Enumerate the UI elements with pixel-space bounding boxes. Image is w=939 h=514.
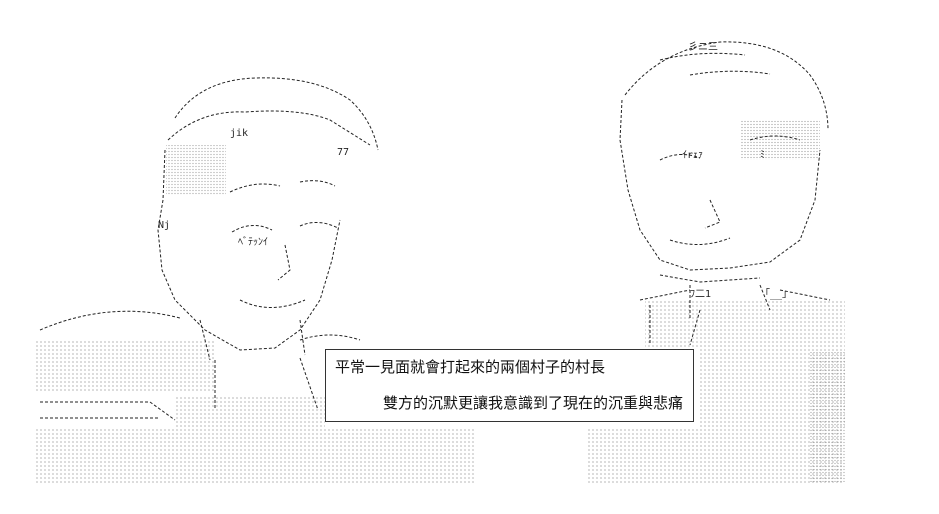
left-neck	[199, 319, 306, 361]
right-forehead	[659, 52, 771, 76]
caption-line-1: 平常一見面就會打起來的兩個村子的村長	[335, 358, 606, 376]
right-shoulder	[639, 289, 831, 301]
caption-line-2: 雙方的沉默更讓我意識到了現在的沉重與悲痛	[382, 394, 683, 412]
right-hair-outline	[624, 41, 829, 131]
left-figure	[39, 77, 379, 421]
right-mouth	[669, 237, 731, 245]
left-body-shading	[35, 340, 215, 392]
art-label-right-mark: ﾐ	[760, 150, 765, 161]
art-label-left-side: Nj	[158, 220, 170, 231]
left-hair	[167, 110, 371, 146]
left-nose	[277, 244, 291, 281]
left-brow	[229, 180, 336, 193]
art-label-right-bracket: 「__」	[760, 288, 792, 300]
right-face-side	[619, 99, 821, 271]
art-label-right-cheek: ｲrｪｧ	[682, 150, 703, 161]
art-label-right-forehead: 彡ニ三	[688, 42, 718, 53]
art-label-left-mark: 77	[337, 147, 349, 158]
right-figure	[619, 41, 831, 346]
right-lower-shading-2	[810, 352, 845, 482]
left-body-shading-2	[175, 395, 325, 427]
right-nose	[704, 199, 721, 229]
right-lower-shading	[588, 428, 843, 483]
right-body-shading	[645, 300, 845, 348]
right-chin	[659, 274, 761, 283]
left-hair-shading	[166, 145, 226, 195]
left-eye	[231, 222, 339, 233]
left-lower-shading	[35, 428, 475, 483]
left-face-side	[157, 149, 341, 351]
left-head-outline	[174, 77, 379, 151]
right-face-shading	[740, 120, 820, 160]
left-shoulder	[39, 310, 361, 341]
left-lapel	[40, 401, 176, 421]
caption-box: 平常一見面就會打起來的兩個村子的村長 雙方的沉默更讓我意識到了現在的沉重與悲痛	[325, 349, 694, 422]
art-label-left-eye: ﾍﾞﾃｯﾝｲ	[238, 236, 268, 248]
art-label-right-jaw: ﾌ二1	[690, 289, 711, 300]
art-label-left-face: jik	[230, 128, 248, 139]
left-mouth	[239, 299, 306, 308]
